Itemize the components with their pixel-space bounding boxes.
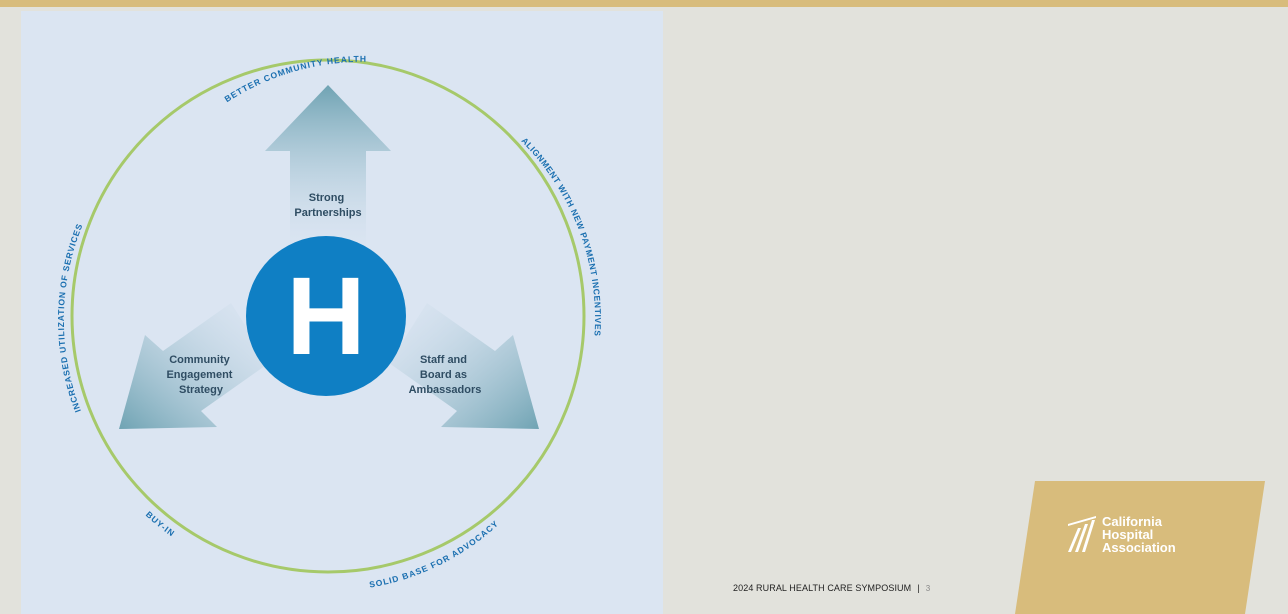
logo-line-2: Hospital bbox=[1102, 527, 1154, 542]
slide-footer: 2024 RURAL HEALTH CARE SYMPOSIUM | 3 bbox=[733, 583, 930, 593]
label-staff-board: Staff and Board as Ambassadors bbox=[409, 354, 482, 396]
hospital-h-icon: H bbox=[286, 255, 365, 378]
label-strong-partnerships: Strong Partnerships bbox=[294, 192, 361, 219]
logo-line-3: Association bbox=[1102, 540, 1176, 555]
label-community-engagement: Community Engagement Strategy bbox=[166, 354, 235, 396]
community-health-diagram: Strong Partnerships Community Engagement… bbox=[56, 54, 603, 590]
arrow-down-left bbox=[119, 303, 269, 429]
ring-label-right: ALIGNMENT WITH NEW PAYMENT INCENTIVES bbox=[520, 135, 603, 336]
footer-event: 2024 RURAL HEALTH CARE SYMPOSIUM bbox=[733, 583, 912, 593]
logo-line-1: California bbox=[1102, 514, 1162, 529]
cha-logo-icon bbox=[1068, 516, 1096, 552]
arrow-up bbox=[265, 85, 391, 251]
cha-logo-text: California Hospital Association bbox=[1102, 515, 1176, 554]
arrow-down-right bbox=[389, 303, 539, 429]
ring-label-bottom-right: SOLID BASE FOR ADVOCACY bbox=[368, 518, 500, 590]
outer-ring bbox=[70, 58, 586, 574]
logo-background-shape bbox=[1015, 481, 1265, 614]
footer-separator: | bbox=[917, 583, 920, 593]
page-number: 3 bbox=[925, 584, 931, 593]
diagram-panel: Strong Partnerships Community Engagement… bbox=[21, 11, 663, 614]
ring-label-bottom-left: BUY-IN bbox=[144, 509, 177, 539]
hospital-circle bbox=[246, 236, 406, 396]
top-accent-bar bbox=[0, 0, 1288, 7]
